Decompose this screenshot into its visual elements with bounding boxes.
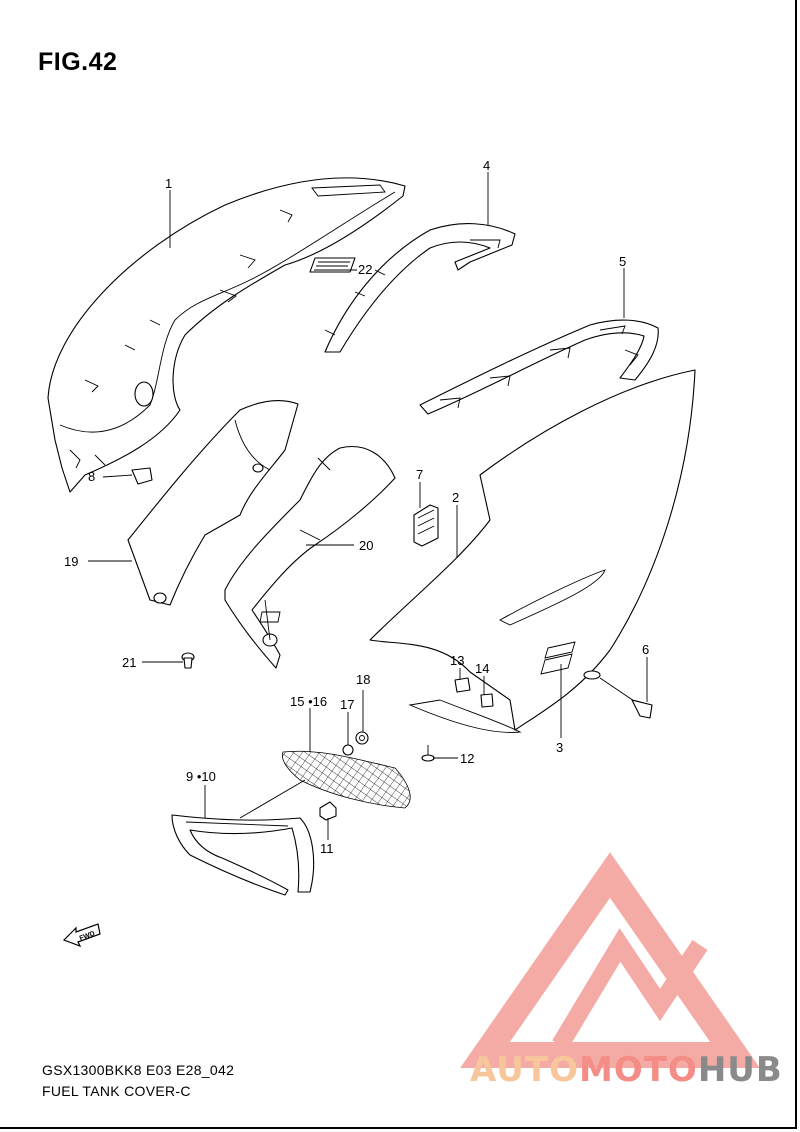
callout-5: 5	[619, 254, 626, 269]
callout-21: 21	[122, 655, 136, 670]
part-21-screw	[181, 652, 195, 669]
part-2-side-cover	[369, 369, 696, 733]
figure-title: FIG.42	[38, 48, 118, 76]
callout-9-10: 9 •10	[186, 769, 216, 784]
part-17-washer	[342, 744, 354, 756]
part-18-washer	[355, 731, 369, 745]
callout-3: 3	[556, 740, 563, 755]
part-1-upper-cover	[47, 177, 406, 493]
part-3-emblem	[540, 641, 576, 675]
part-7-clip	[413, 504, 439, 547]
fwd-direction-badge: FWD	[62, 923, 101, 948]
forward-arrow-icon	[62, 923, 101, 948]
callout-8: 8	[88, 469, 95, 484]
callout-13: 13	[450, 653, 464, 668]
callout-4: 4	[483, 158, 490, 173]
part-6-bolt	[583, 670, 653, 719]
part-4-upper-trim	[324, 223, 516, 353]
callout-11: 11	[320, 841, 334, 856]
callout-19: 19	[64, 554, 78, 569]
watermark-brand: AUTOMOTOHUB	[470, 1050, 783, 1090]
part-13-clip	[454, 677, 471, 693]
part-11-nut	[319, 801, 337, 821]
leader-lines	[88, 172, 648, 840]
callout-22: 22	[358, 262, 372, 277]
part-12-screw	[421, 745, 435, 762]
callout-15-16: 15 •16	[290, 694, 327, 709]
callout-1: 1	[165, 176, 172, 191]
assembly-name: FUEL TANK COVER-C	[42, 1083, 191, 1099]
callout-20: 20	[359, 538, 373, 553]
part-8-clip	[131, 467, 153, 485]
part-14-clip	[480, 693, 494, 708]
part-15-16-mesh	[281, 750, 411, 809]
model-code: GSX1300BKK8 E03 E28_042	[42, 1062, 235, 1078]
callout-12: 12	[460, 751, 474, 766]
callout-18: 18	[356, 672, 370, 687]
callout-7: 7	[416, 467, 423, 482]
callout-17: 17	[340, 697, 354, 712]
part-19-inner-panel	[127, 400, 299, 606]
watermark-hub: HUB	[697, 1050, 783, 1090]
watermark-auto: AUTO	[470, 1050, 579, 1090]
watermark-logo-icon	[460, 852, 760, 1068]
part-9-10-lower-frame	[171, 814, 315, 896]
callout-14: 14	[475, 661, 489, 676]
part-5-side-rail	[419, 319, 659, 415]
callout-2: 2	[452, 490, 459, 505]
callout-6: 6	[642, 642, 649, 657]
watermark-moto: MOTO	[578, 1050, 698, 1090]
